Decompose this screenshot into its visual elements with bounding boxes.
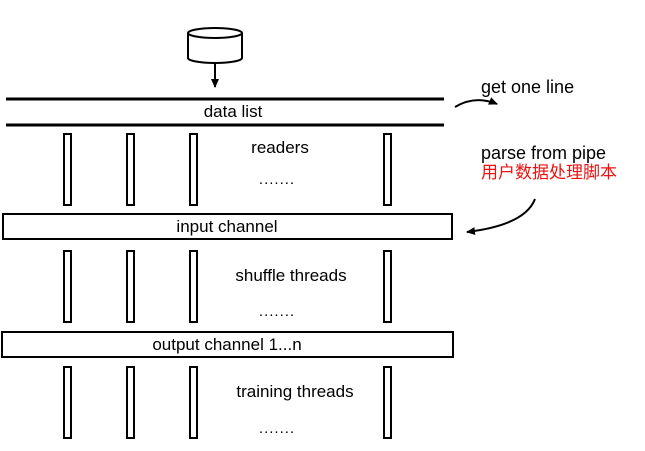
reader-thread-bars	[63, 133, 392, 206]
output-channel-label: output channel 1...n	[152, 335, 302, 354]
training-thread-bars	[63, 366, 392, 439]
shuffle-ellipsis: .......	[258, 303, 296, 320]
to-input-channel-arrow	[466, 198, 536, 236]
parse-from-pipe-annotation: parse from pipe	[481, 143, 607, 163]
training-ellipsis: .......	[258, 420, 296, 437]
data-list-label: data list	[203, 102, 263, 121]
readers-label: readers	[251, 138, 309, 157]
input-channel-label: input channel	[176, 217, 278, 236]
readers-ellipsis: .......	[258, 171, 296, 188]
get-one-line-annotation: get one line	[481, 77, 575, 97]
training-threads-label: training threads	[236, 382, 354, 401]
shuffle-thread-bars	[63, 250, 392, 323]
database-icon	[187, 27, 243, 64]
input-channel-box	[2, 213, 453, 240]
user-script-annotation: 用户数据处理脚本	[481, 163, 617, 183]
output-channel-box	[1, 331, 454, 358]
get-line-arrow	[454, 97, 498, 108]
shuffle-threads-label: shuffle threads	[235, 266, 347, 285]
